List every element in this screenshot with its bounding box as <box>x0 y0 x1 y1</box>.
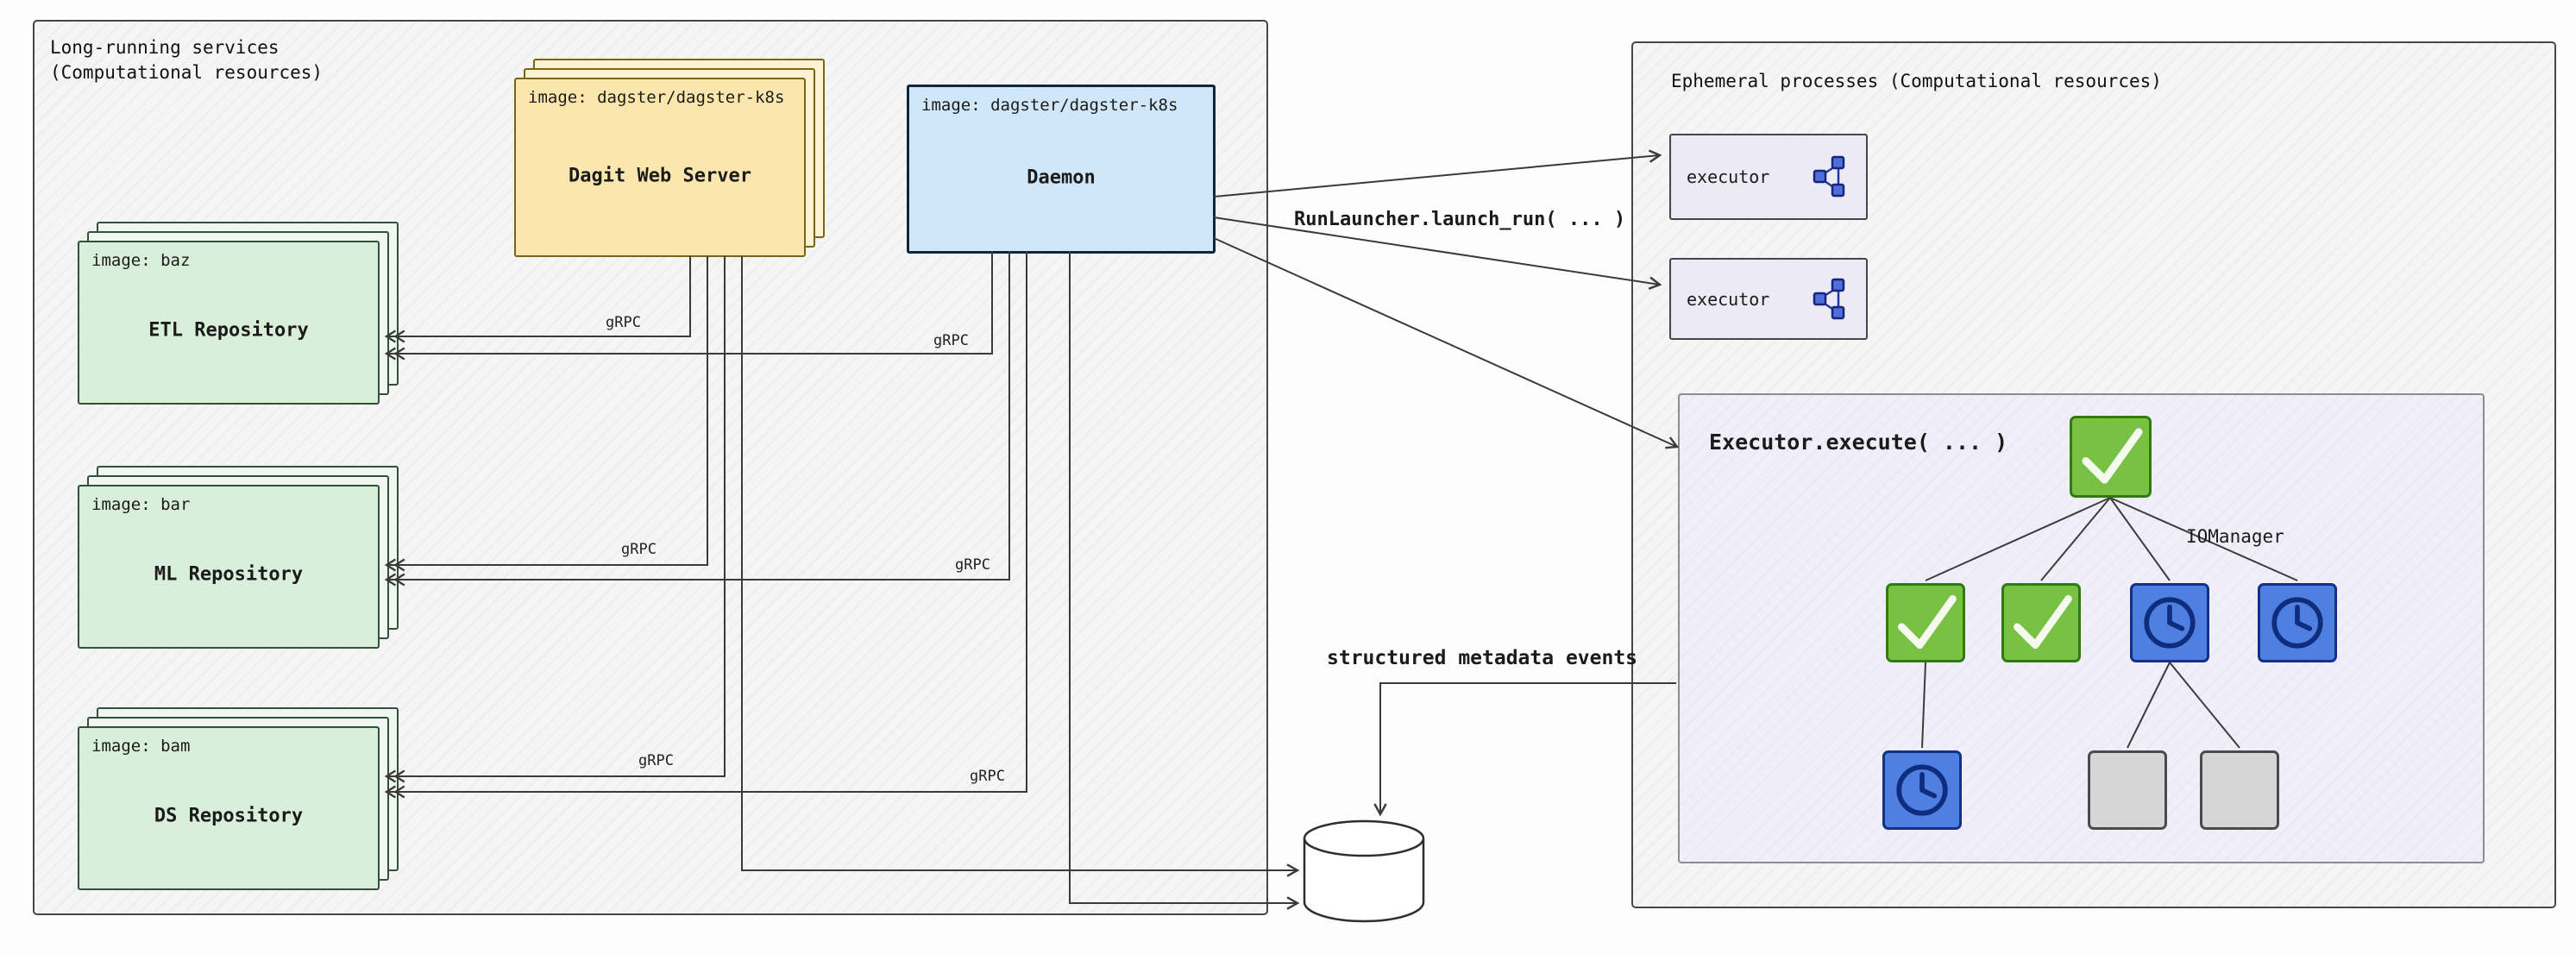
grpc-label: gRPC <box>933 332 969 349</box>
grpc-label: gRPC <box>606 314 641 331</box>
executor-box-1: executor <box>1669 134 1868 220</box>
daemon-title: Daemon <box>1027 166 1096 188</box>
left-panel-title-line1: Long-running services <box>50 37 280 58</box>
dag-icon <box>1813 278 1845 319</box>
database-cylinder <box>1303 819 1425 923</box>
step-node-pending-clock-icon <box>2130 583 2209 662</box>
metadata-events-label: structured metadata events <box>1327 647 1638 669</box>
step-node-pending-clock-icon <box>2258 583 2337 662</box>
left-panel-title-line2: (Computational resources) <box>50 62 324 84</box>
daemon-box: image: dagster/dagster-k8s Daemon <box>907 85 1216 254</box>
step-node-success-check-icon <box>1886 583 1965 662</box>
step-node-queued-blank <box>2200 750 2279 830</box>
right-panel-title: Ephemeral processes (Computational resou… <box>1671 71 2162 91</box>
ds-title: DS Repository <box>154 805 304 827</box>
executor-label: executor <box>1687 166 1770 187</box>
dagit-web-server-box: image: dagster/dagster-k8s Dagit Web Ser… <box>514 59 825 257</box>
ml-repository-box: image: bar ML Repository <box>78 466 399 649</box>
dag-icon <box>1813 155 1845 198</box>
executor-label: executor <box>1687 288 1770 310</box>
etl-repository-card: image: baz ETL Repository <box>78 241 380 405</box>
ds-repository-box: image: bam DS Repository <box>78 707 399 890</box>
iomanager-label: IOManager <box>2186 526 2284 547</box>
ds-repository-card: image: bam DS Repository <box>78 726 380 890</box>
step-node-pending-clock-icon <box>1882 750 1962 830</box>
ephemeral-processes-panel: Ephemeral processes (Computational resou… <box>1631 41 2556 908</box>
ds-image-label: image: bam <box>91 737 191 756</box>
etl-image-label: image: baz <box>91 251 191 270</box>
ml-image-label: image: bar <box>91 495 191 514</box>
grpc-label: gRPC <box>970 768 1005 785</box>
database-label: Database <box>1327 875 1401 894</box>
run-launch-arrow-3 <box>1213 237 1680 449</box>
grpc-label: gRPC <box>955 556 990 574</box>
step-node-success-check-icon <box>2001 583 2081 662</box>
grpc-label: gRPC <box>621 541 657 558</box>
step-node-queued-blank <box>2088 750 2167 830</box>
run-launcher-label: RunLauncher.launch_run( ... ) <box>1294 209 1626 230</box>
long-running-services-panel: Long-running services (Computational res… <box>33 20 1268 915</box>
etl-title: ETL Repository <box>148 319 309 342</box>
dagit-image-label: image: dagster/dagster-k8s <box>528 88 785 107</box>
ml-title: ML Repository <box>154 563 304 586</box>
executor-box-2: executor <box>1669 258 1868 340</box>
executor-execute-box: Executor.execute( ... ) IOManager <box>1678 393 2485 863</box>
dagit-card: image: dagster/dagster-k8s Dagit Web Ser… <box>514 78 806 257</box>
step-node-success-check-icon <box>2070 416 2152 498</box>
etl-repository-box: image: baz ETL Repository <box>78 222 399 405</box>
executor-execute-title: Executor.execute( ... ) <box>1709 430 2008 455</box>
run-launch-arrow-1 <box>1213 149 1662 198</box>
grpc-label: gRPC <box>638 752 674 769</box>
ml-repository-card: image: bar ML Repository <box>78 485 380 649</box>
daemon-image-label: image: dagster/dagster-k8s <box>921 96 1178 115</box>
dagit-title: Dagit Web Server <box>569 165 751 187</box>
left-panel-title: Long-running services (Computational res… <box>50 35 323 86</box>
